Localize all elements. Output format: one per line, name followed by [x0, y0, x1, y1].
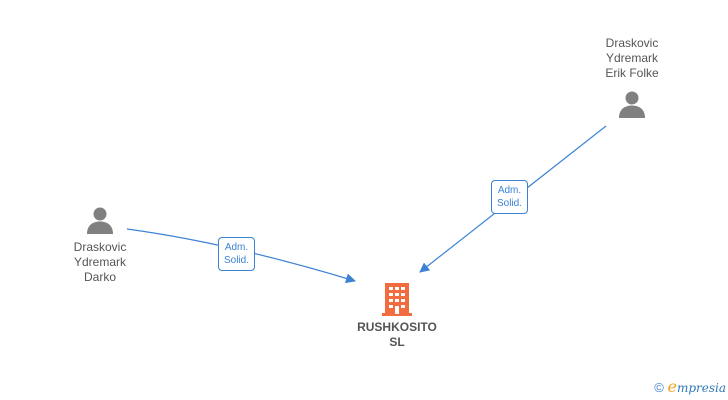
person-node-erik[interactable]: Draskovic Ydremark Erik Folke	[592, 36, 672, 119]
person-name-line: Ydremark	[73, 255, 126, 269]
person-name-line: Ydremark	[605, 51, 658, 65]
relation-label-erik[interactable]: Adm. Solid.	[491, 180, 529, 214]
copyright-symbol: ©	[654, 380, 664, 395]
company-name-line: SL	[389, 335, 405, 349]
person-node-darko[interactable]: Draskovic Ydremark Darko	[58, 205, 142, 285]
building-icon	[382, 283, 412, 316]
person-name-line: Draskovic	[73, 240, 127, 254]
relation-label-line: Adm.	[497, 185, 522, 196]
person-icon	[619, 91, 645, 118]
brand-footer[interactable]: © empresia	[654, 377, 726, 396]
company-node[interactable]: RUSHKOSITO SL	[344, 282, 450, 350]
person-name-line: Draskovic	[605, 36, 659, 50]
person-name-line: Erik Folke	[605, 66, 659, 80]
company-name-line: RUSHKOSITO	[357, 320, 437, 334]
person-name-line: Darko	[83, 270, 116, 284]
relation-label-line: Solid.	[224, 255, 250, 266]
brand-logo-text: mpresia	[676, 381, 726, 395]
relation-label-line: Solid.	[497, 198, 523, 209]
relation-label-line: Adm.	[224, 242, 249, 253]
person-icon	[87, 207, 113, 234]
brand-logo-initial: e	[667, 377, 677, 396]
relation-label-darko[interactable]: Adm. Solid.	[218, 237, 256, 271]
